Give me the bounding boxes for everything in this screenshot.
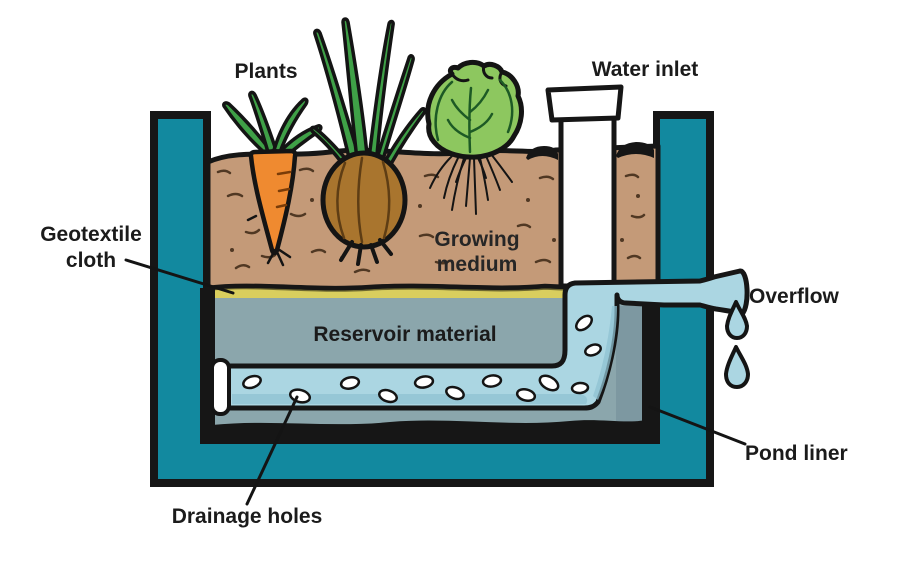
onion-bulb	[320, 150, 408, 250]
label-geotextile-cloth: Geotextile cloth	[26, 222, 156, 274]
label-geotextile-line1: Geotextile	[40, 223, 142, 246]
label-growing-line1: Growing	[434, 228, 520, 251]
soil-surface-blobs	[526, 142, 654, 160]
carrot-root	[248, 148, 298, 256]
label-geotextile-line2: cloth	[65, 249, 117, 272]
carrot-leaves	[222, 90, 323, 160]
pond-liner-leader	[648, 405, 747, 446]
geotextile-top-edge	[204, 283, 570, 291]
label-growing-line2: medium	[436, 253, 518, 276]
inlet-pipe-body	[558, 105, 617, 289]
label-drainage-holes: Drainage holes	[171, 505, 323, 528]
label-growing-medium: Growing medium	[410, 227, 544, 277]
water-drop	[724, 345, 750, 389]
drainage-leader	[245, 395, 299, 506]
onion-plant	[309, 17, 427, 266]
onion-leaves	[309, 17, 427, 177]
drainage-pipe	[210, 268, 750, 416]
reservoir-shadow	[616, 306, 644, 440]
water-inlet-pipe	[545, 84, 624, 289]
cabbage-veins	[434, 78, 514, 154]
leader-lines	[124, 258, 747, 506]
geotextile-leader	[124, 258, 235, 295]
pipe-end-cap	[210, 358, 231, 416]
cabbage-plant	[425, 59, 524, 215]
label-water-inlet: Water inlet	[591, 58, 699, 81]
pipe-bottom-shade	[232, 394, 588, 404]
carrot-root-hairs	[246, 214, 292, 267]
label-reservoir-material: Reservoir material	[313, 323, 497, 346]
water-drop	[725, 300, 749, 340]
label-pond-liner: Pond liner	[745, 442, 848, 465]
label-plants: Plants	[234, 60, 298, 83]
label-overflow: Overflow	[749, 285, 839, 308]
riser-shade	[593, 306, 617, 400]
onion-bulb-lines	[336, 156, 391, 244]
water-drops	[724, 300, 750, 389]
onion-roots	[339, 238, 393, 266]
carrot-plant	[222, 90, 323, 267]
cabbage-roots	[429, 153, 513, 215]
carrot-ribs	[275, 170, 292, 209]
drainage-holes	[242, 314, 602, 404]
soil-speckles	[216, 167, 646, 274]
inlet-pipe-flare	[545, 84, 624, 123]
